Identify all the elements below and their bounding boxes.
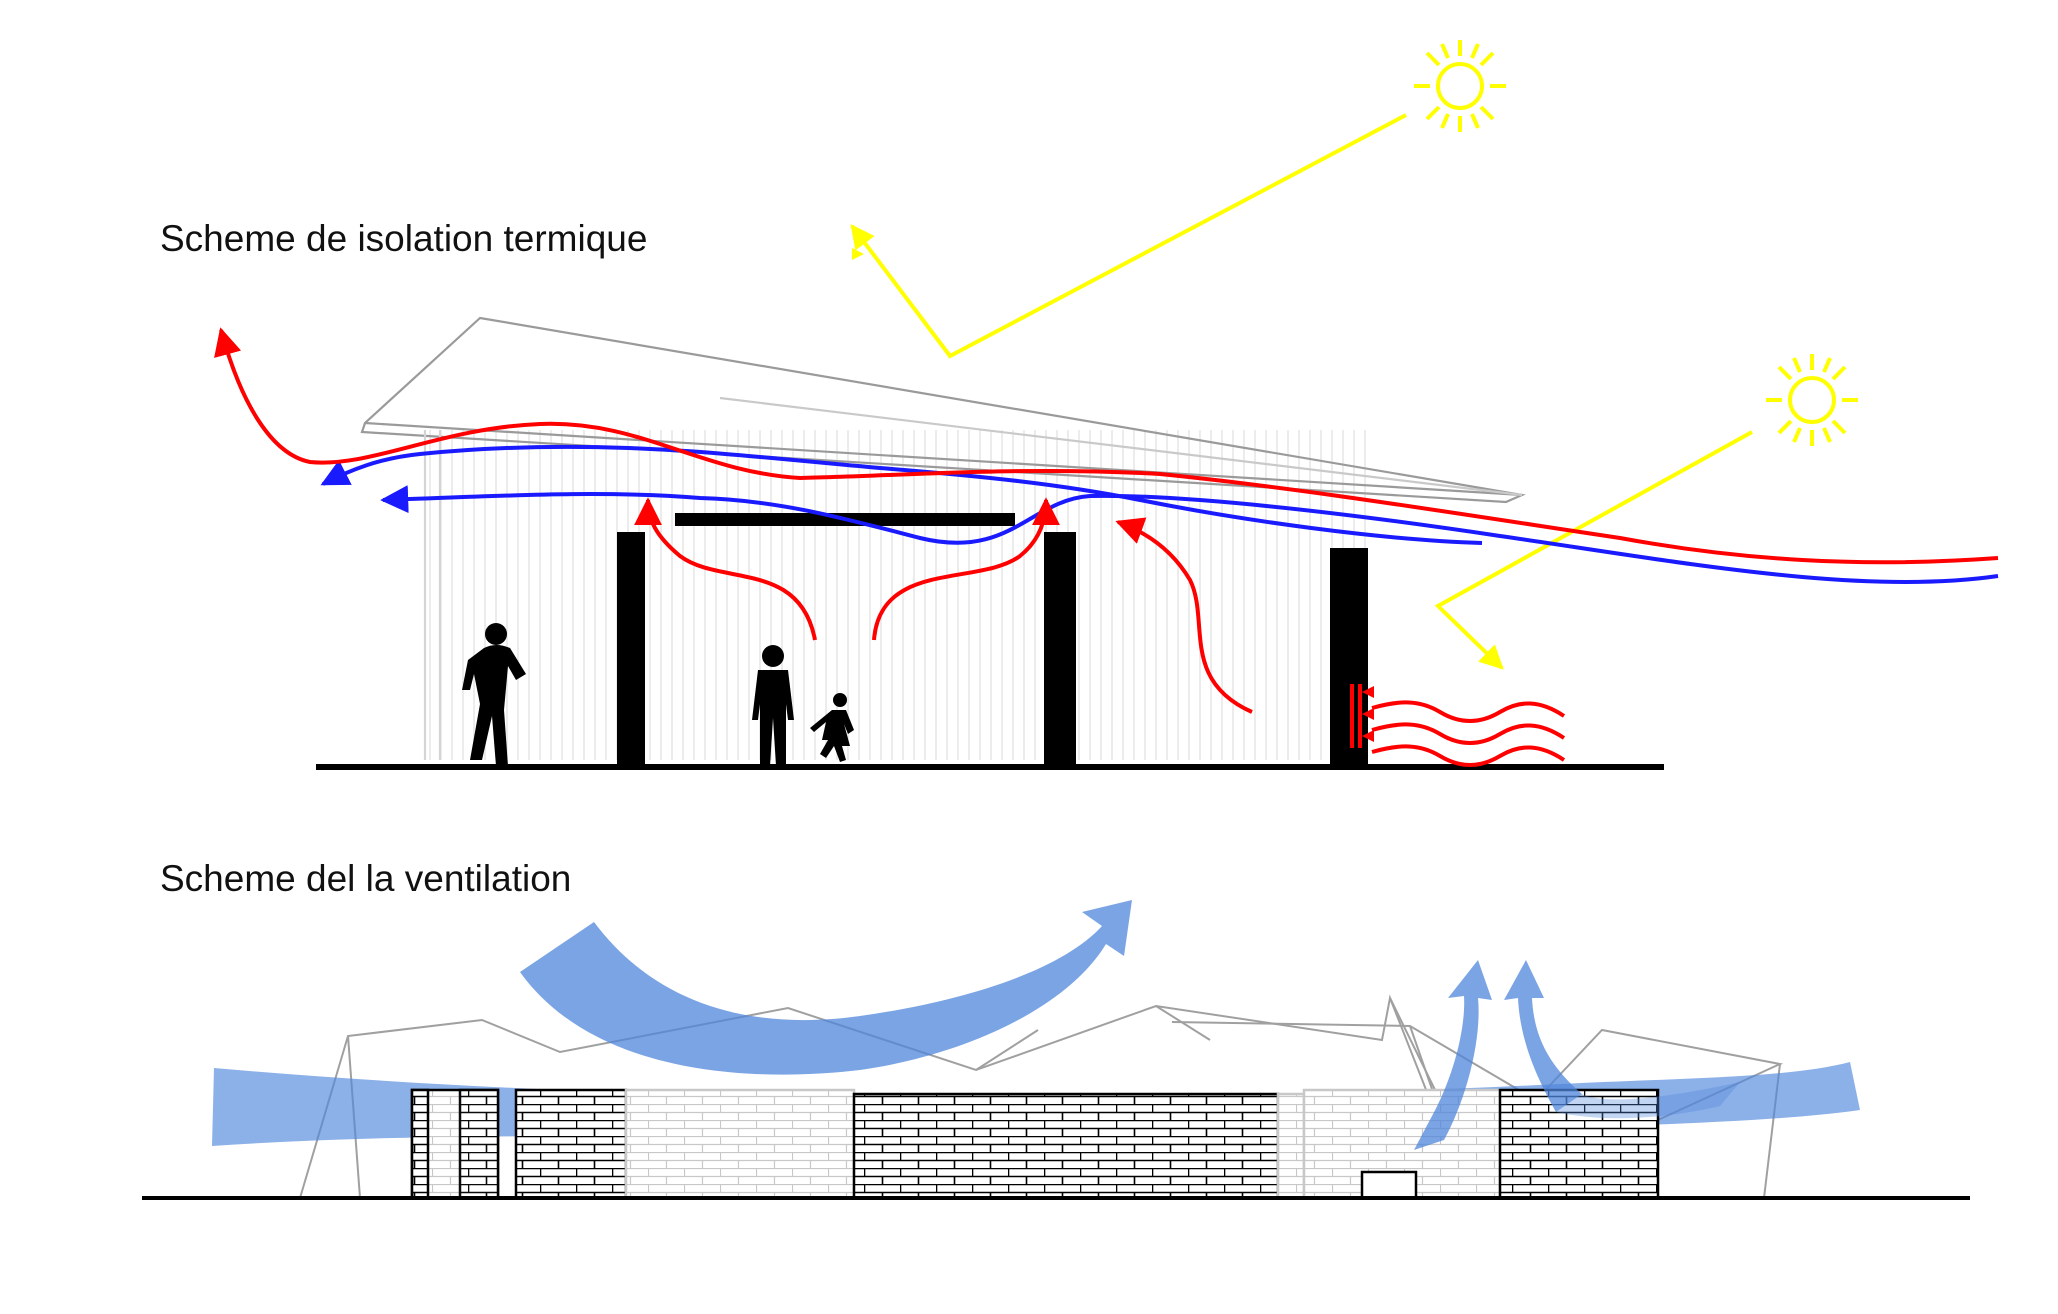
airflow-arrow-overhead <box>520 900 1132 1075</box>
person-icon <box>752 645 794 766</box>
thermal-scheme-title: Scheme de isolation termique <box>160 218 648 259</box>
sun-icon <box>1414 40 1506 132</box>
column <box>617 532 645 764</box>
sun-icon <box>1766 354 1858 446</box>
wall-icon <box>1330 548 1368 764</box>
ventilation-scheme-title: Scheme del la ventilation <box>160 858 572 899</box>
child-icon <box>810 693 854 762</box>
thermal-scheme <box>214 40 1999 770</box>
column <box>1044 532 1076 764</box>
arrow-icon <box>1362 686 1374 742</box>
cool-airflow <box>320 444 1999 585</box>
roof <box>360 316 1526 760</box>
sun-ray-arrowhead <box>852 248 864 260</box>
ventilation-scheme <box>142 900 1970 1200</box>
heat-waves <box>1350 684 1566 767</box>
sun-ray-wall <box>1434 430 1753 670</box>
airflow-arrow-rising-tail <box>1556 1082 1740 1119</box>
brick-wall <box>410 1088 1660 1200</box>
ground-line <box>316 764 1664 770</box>
airflow-arrow-rising <box>1414 960 1492 1150</box>
sun-ray-reflected <box>850 113 1407 359</box>
airflow-arrow-rising <box>1504 960 1582 1112</box>
person-icon <box>462 623 526 766</box>
hot-airflow <box>214 327 1999 714</box>
ground-line <box>142 1196 1970 1200</box>
